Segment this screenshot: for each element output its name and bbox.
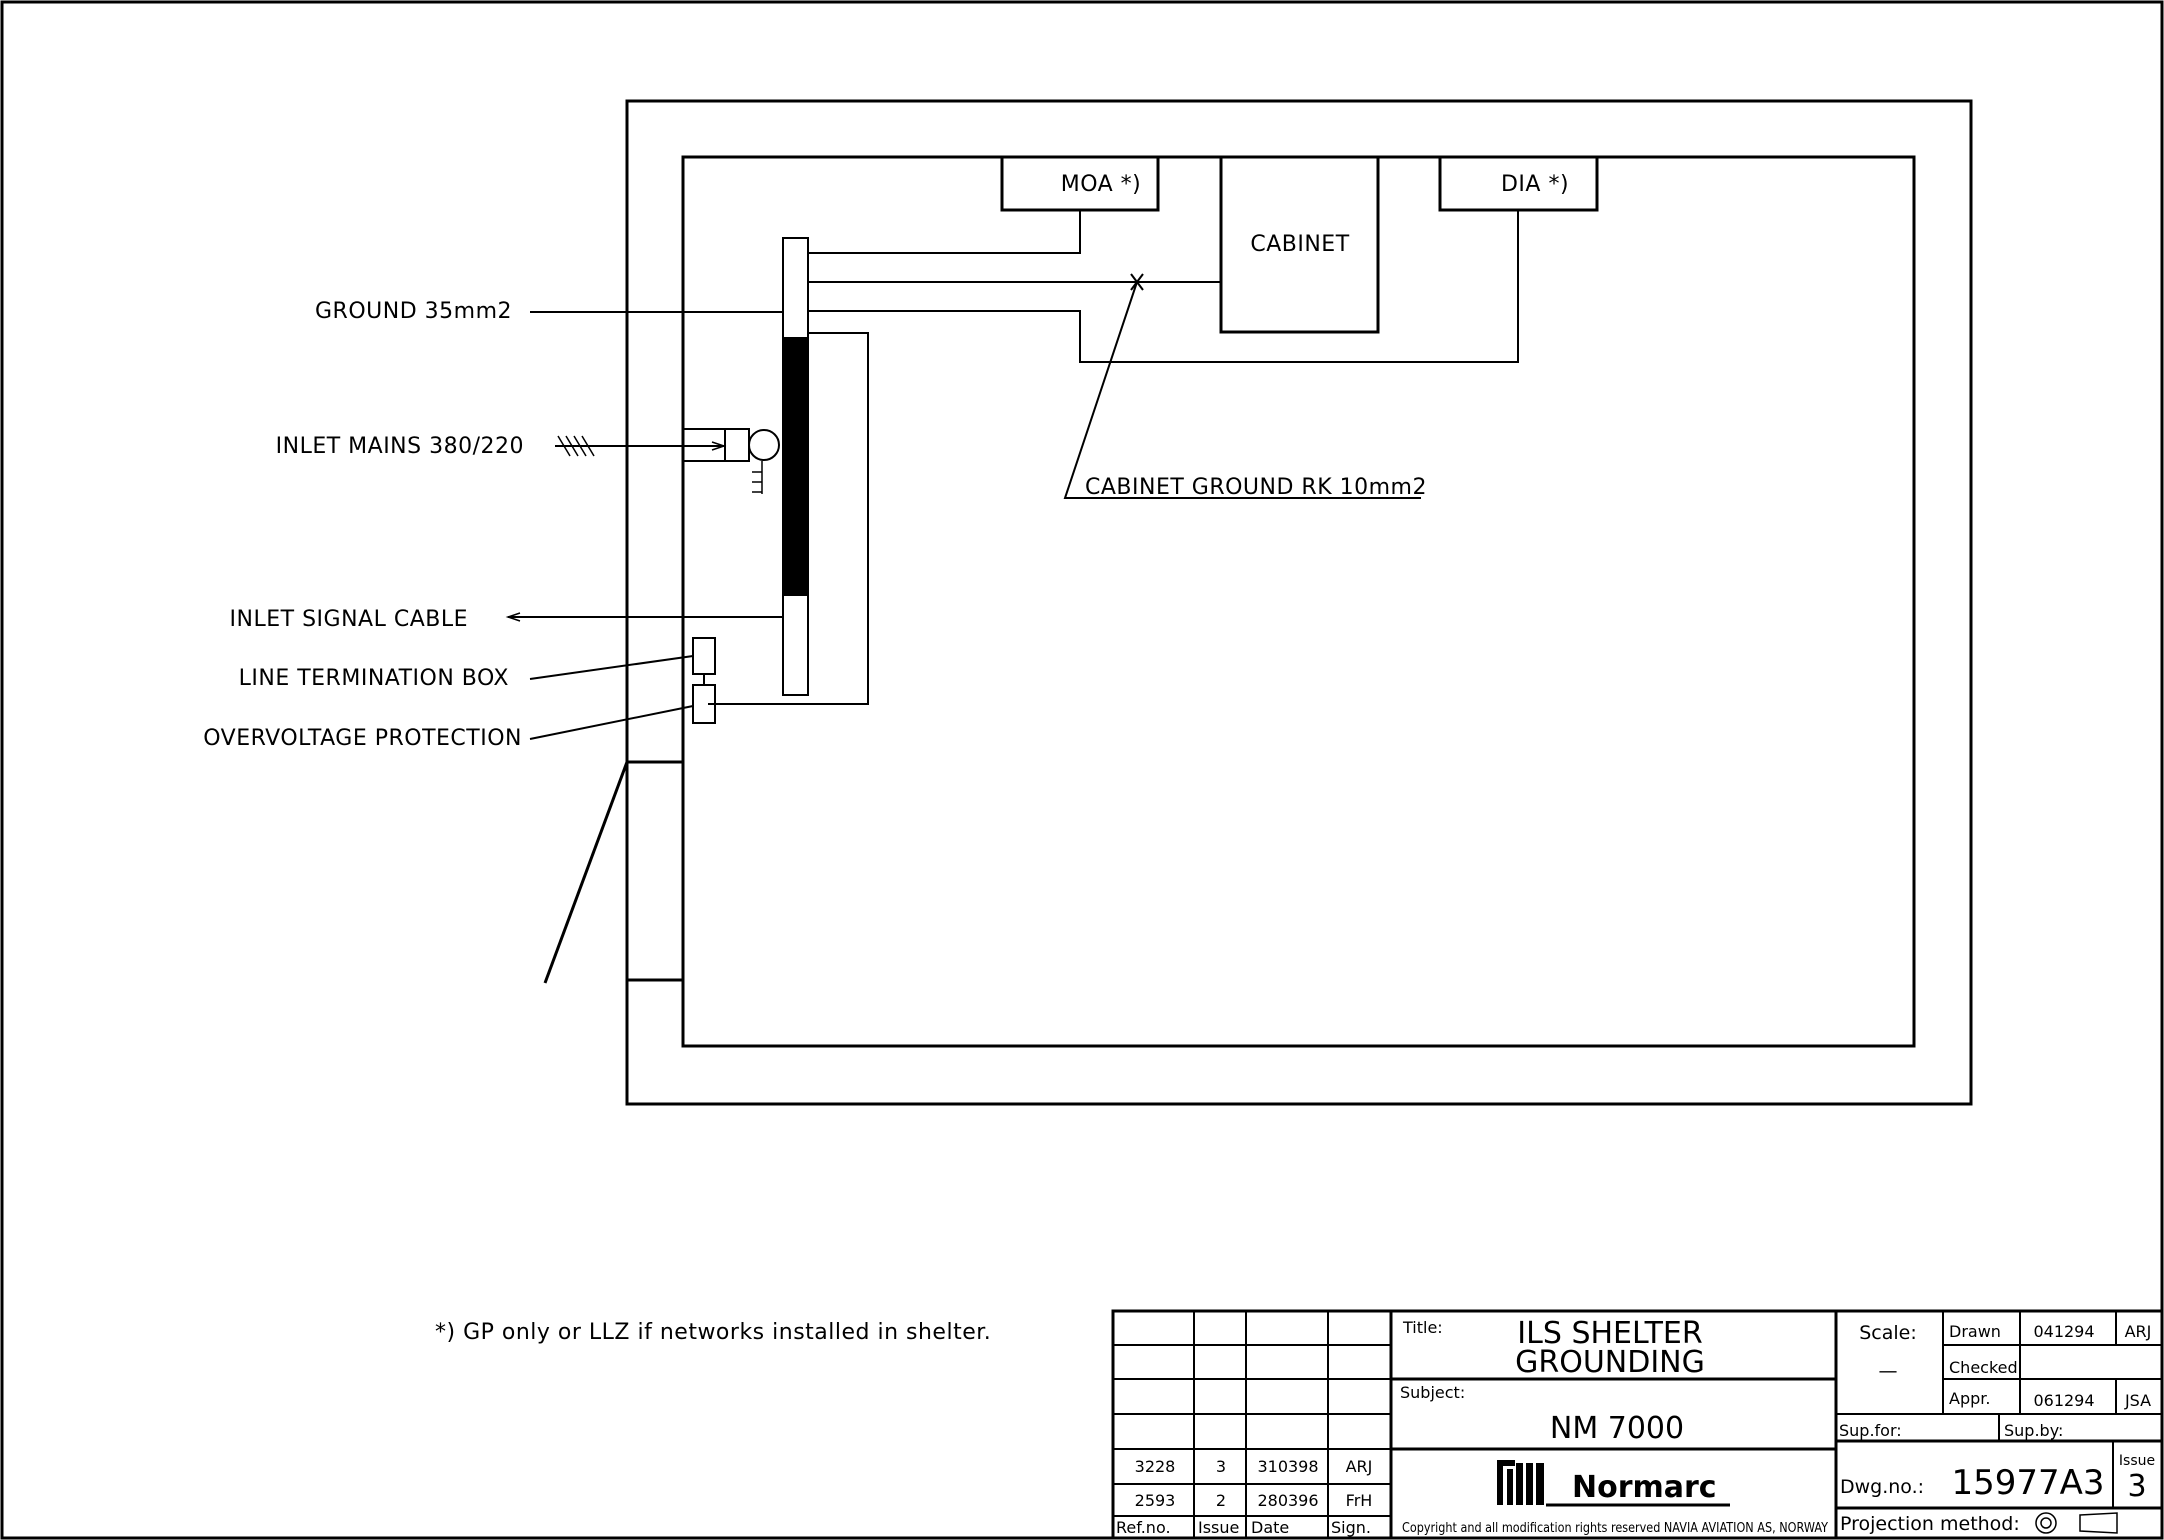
- line-termination-box: [529, 637, 716, 685]
- footnote: *) GP only or LLZ if networks installed …: [435, 1320, 991, 1345]
- rev-row-1-sign: ARJ: [1346, 1457, 1373, 1476]
- revision-table: 3228 3 310398 ARJ 2593 2 280396 FrH Ref.…: [1113, 1311, 1393, 1538]
- title-section: Title: ILS SHELTER GROUNDING Subject: NM…: [1391, 1311, 1838, 1538]
- rev-row-1-issue: 3: [1216, 1457, 1226, 1476]
- sup-for-label: Sup.for:: [1839, 1421, 1902, 1440]
- drawn-date: 041294: [2033, 1322, 2094, 1341]
- title-block: 3228 3 310398 ARJ 2593 2 280396 FrH Ref.…: [1111, 1309, 2164, 1540]
- issue-label: Issue: [2119, 1453, 2155, 1469]
- normarc-logo-icon: [1497, 1460, 1730, 1507]
- ground-callout: GROUND 35mm2: [315, 299, 512, 324]
- mains-inlet: [555, 428, 780, 494]
- ground-bus-bar: [782, 237, 809, 696]
- rev-row-2-ref: 2593: [1135, 1491, 1176, 1510]
- rev-row-1-ref: 3228: [1135, 1457, 1176, 1476]
- rev-row-2-issue: 2: [1216, 1491, 1226, 1510]
- line-termination-callout: LINE TERMINATION BOX: [239, 666, 509, 691]
- appr-label: Appr.: [1949, 1389, 1990, 1408]
- subject-value: NM 7000: [1550, 1411, 1684, 1446]
- company-name: Normarc: [1572, 1470, 1717, 1505]
- title-line-2: GROUNDING: [1515, 1345, 1705, 1380]
- issue-number: 3: [2127, 1469, 2146, 1504]
- cabinet-label: CABINET: [1250, 232, 1349, 257]
- rev-header-issue: Issue: [1198, 1518, 1239, 1537]
- dia-box: DIA *): [1438, 157, 1599, 212]
- rev-row-1-date: 310398: [1257, 1457, 1318, 1476]
- rev-row-2-date: 280396: [1257, 1491, 1318, 1510]
- dwg-number: 15977A3: [1951, 1463, 2104, 1503]
- overvoltage-protection: [529, 684, 716, 740]
- drawn-by: ARJ: [2125, 1322, 2152, 1341]
- door: [543, 760, 683, 984]
- signal-cable: [505, 612, 783, 622]
- projection-symbol-icon: [2035, 1512, 2118, 1534]
- cabinet-ground-callout: CABINET GROUND RK 10mm2: [1085, 475, 1427, 500]
- scale-value: —: [1879, 1360, 1898, 1382]
- scale-label: Scale:: [1859, 1322, 1917, 1344]
- inlet-mains-callout: INLET MAINS 380/220: [276, 434, 524, 459]
- rev-header-date: Date: [1251, 1518, 1289, 1537]
- inlet-signal-callout: INLET SIGNAL CABLE: [230, 607, 468, 632]
- copyright-notice: Copyright and all modification rights re…: [1402, 1521, 1828, 1536]
- appr-by: JSA: [2124, 1391, 2151, 1410]
- checked-label: Checked: [1949, 1358, 2018, 1377]
- dwg-label: Dwg.no.:: [1840, 1476, 1924, 1498]
- approval-section: Scale: — Drawn 041294 ARJ Checked Appr. …: [1836, 1311, 2162, 1535]
- title-line-1: ILS SHELTER: [1517, 1316, 1702, 1351]
- appr-date: 061294: [2033, 1391, 2094, 1410]
- cabinet-ground-marker: [1063, 273, 1421, 499]
- cabinet-box: CABINET: [1219, 155, 1380, 334]
- dia-label: DIA *): [1501, 172, 1569, 197]
- overvoltage-callout: OVERVOLTAGE PROTECTION: [203, 726, 522, 751]
- title-label: Title:: [1402, 1318, 1443, 1337]
- rev-header-sign: Sign.: [1331, 1518, 1371, 1537]
- moa-label: MOA *): [1061, 172, 1142, 197]
- shelter-outer-wall: [625, 99, 1973, 1106]
- sup-by-label: Sup.by:: [2004, 1421, 2063, 1440]
- rev-header-ref: Ref.no.: [1116, 1518, 1171, 1537]
- subject-label: Subject:: [1400, 1383, 1465, 1402]
- projection-label: Projection method:: [1840, 1513, 2020, 1535]
- ground-conductors: [530, 210, 1519, 705]
- rev-row-2-sign: FrH: [1346, 1491, 1373, 1510]
- moa-box: MOA *): [1000, 157, 1160, 212]
- drawn-label: Drawn: [1949, 1322, 2001, 1341]
